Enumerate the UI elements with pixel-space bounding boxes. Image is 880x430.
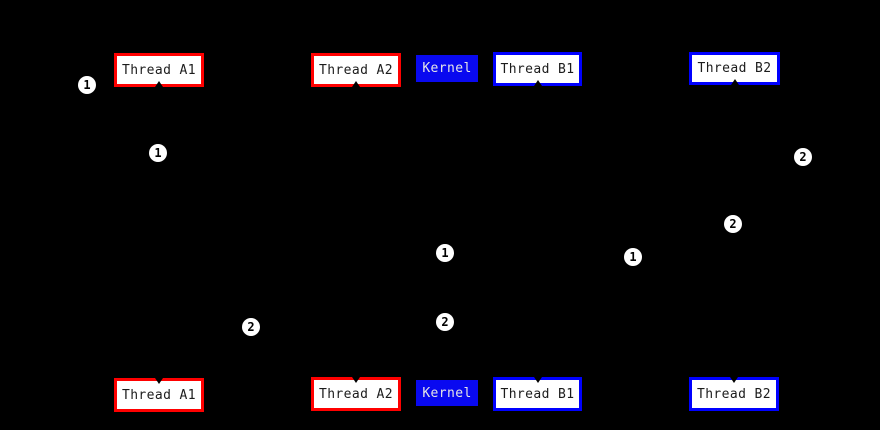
arrow-tip-notch	[533, 80, 542, 86]
thread-a1-bottom-box: Thread A1	[114, 378, 204, 412]
step-marker-1: 1	[624, 248, 642, 266]
step-marker-1: 1	[436, 244, 454, 262]
thread-a2-bottom-box: Thread A2	[311, 377, 401, 411]
thread-a2-top-label: Thread A2	[318, 62, 394, 78]
arrow-tip-notch	[155, 378, 163, 384]
kernel-bottom-box: Kernel	[416, 380, 478, 406]
kernel-top-box: Kernel	[416, 55, 478, 82]
step-marker-2: 2	[724, 215, 742, 233]
thread-a1-bottom-label: Thread A1	[121, 387, 197, 403]
arrow-tip-notch	[352, 377, 360, 383]
thread-a1-top-label: Thread A1	[121, 62, 197, 78]
thread-a1-top-box: Thread A1	[114, 53, 204, 87]
arrow-tip-notch	[155, 81, 163, 87]
kernel-top-label: Kernel	[422, 61, 472, 76]
thread-b1-top-label: Thread B1	[500, 61, 575, 77]
step-marker-1: 1	[149, 144, 167, 162]
thread-b1-bottom-box: Thread B1	[493, 377, 582, 411]
step-marker-2: 2	[242, 318, 260, 336]
thread-b1-top-box: Thread B1	[493, 52, 582, 86]
thread-b2-bottom-label: Thread B2	[696, 386, 772, 402]
step-marker-2: 2	[794, 148, 812, 166]
arrow-tip-notch	[533, 377, 542, 383]
arrow-tip-notch	[730, 377, 738, 383]
step-marker-2: 2	[436, 313, 454, 331]
step-marker-1: 1	[78, 76, 96, 94]
thread-a2-top-box: Thread A2	[311, 53, 401, 87]
kernel-bottom-label: Kernel	[422, 385, 472, 401]
thread-b2-bottom-box: Thread B2	[689, 377, 779, 411]
arrow-tip-notch	[730, 79, 739, 85]
arrow-tip-notch	[352, 81, 360, 87]
thread-a2-bottom-label: Thread A2	[318, 386, 394, 402]
thread-b2-top-box: Thread B2	[689, 52, 780, 85]
thread-b2-top-label: Thread B2	[697, 61, 772, 76]
thread-b1-bottom-label: Thread B1	[500, 386, 575, 402]
